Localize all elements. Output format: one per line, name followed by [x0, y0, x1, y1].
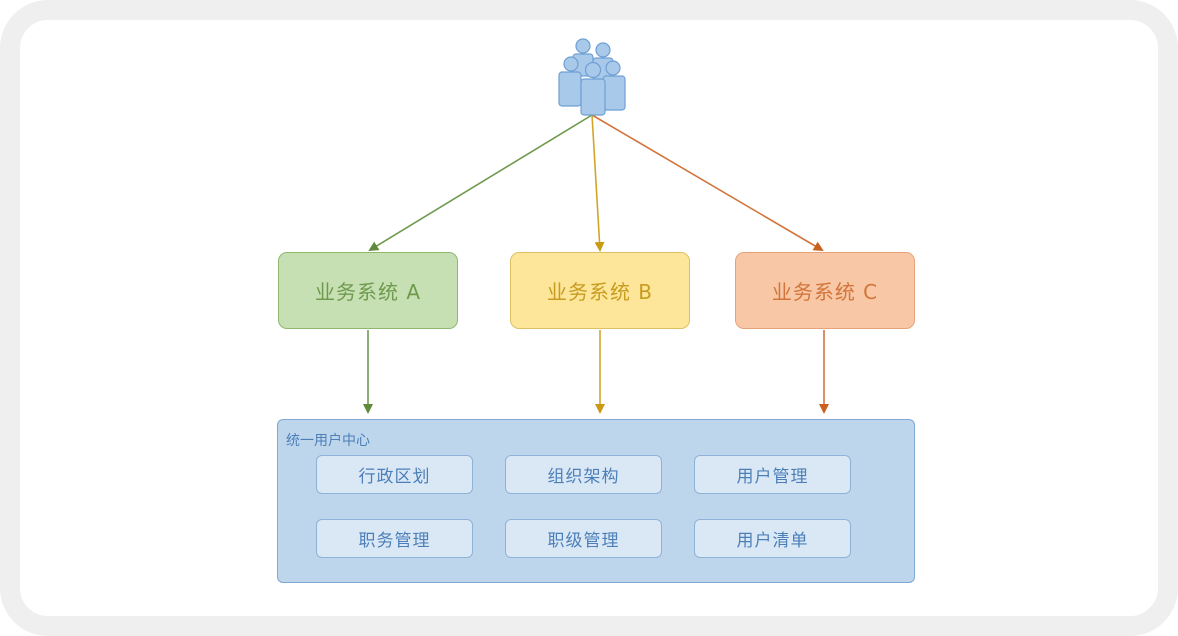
- business-system-c-label: 业务系统 C: [771, 280, 879, 304]
- arrow-users-to-system-b: [591, 114, 605, 252]
- business-system-b-label: 业务系统 B: [546, 280, 654, 304]
- module-rank-management[interactable]: 职级管理: [505, 519, 662, 558]
- module-user-management[interactable]: 用户管理: [694, 455, 851, 494]
- user-center-title: 统一用户中心: [286, 433, 370, 449]
- business-system-a-label: 业务系统 A: [314, 280, 422, 304]
- users-group-icon: [558, 38, 626, 116]
- business-system-a[interactable]: 业务系统 A: [278, 252, 458, 329]
- unified-user-center: 统一用户中心 行政区划 组织架构 用户管理 职务管理 职级管理 用户清单: [277, 419, 915, 583]
- arrow-users-to-system-c: [591, 114, 824, 252]
- arrow-users-to-system-a: [368, 114, 593, 252]
- business-system-c[interactable]: 业务系统 C: [735, 252, 915, 329]
- module-admin-division[interactable]: 行政区划: [316, 455, 473, 494]
- module-user-list[interactable]: 用户清单: [694, 519, 851, 558]
- module-position-management[interactable]: 职务管理: [316, 519, 473, 558]
- business-system-b[interactable]: 业务系统 B: [510, 252, 690, 329]
- module-org-structure[interactable]: 组织架构: [505, 455, 662, 494]
